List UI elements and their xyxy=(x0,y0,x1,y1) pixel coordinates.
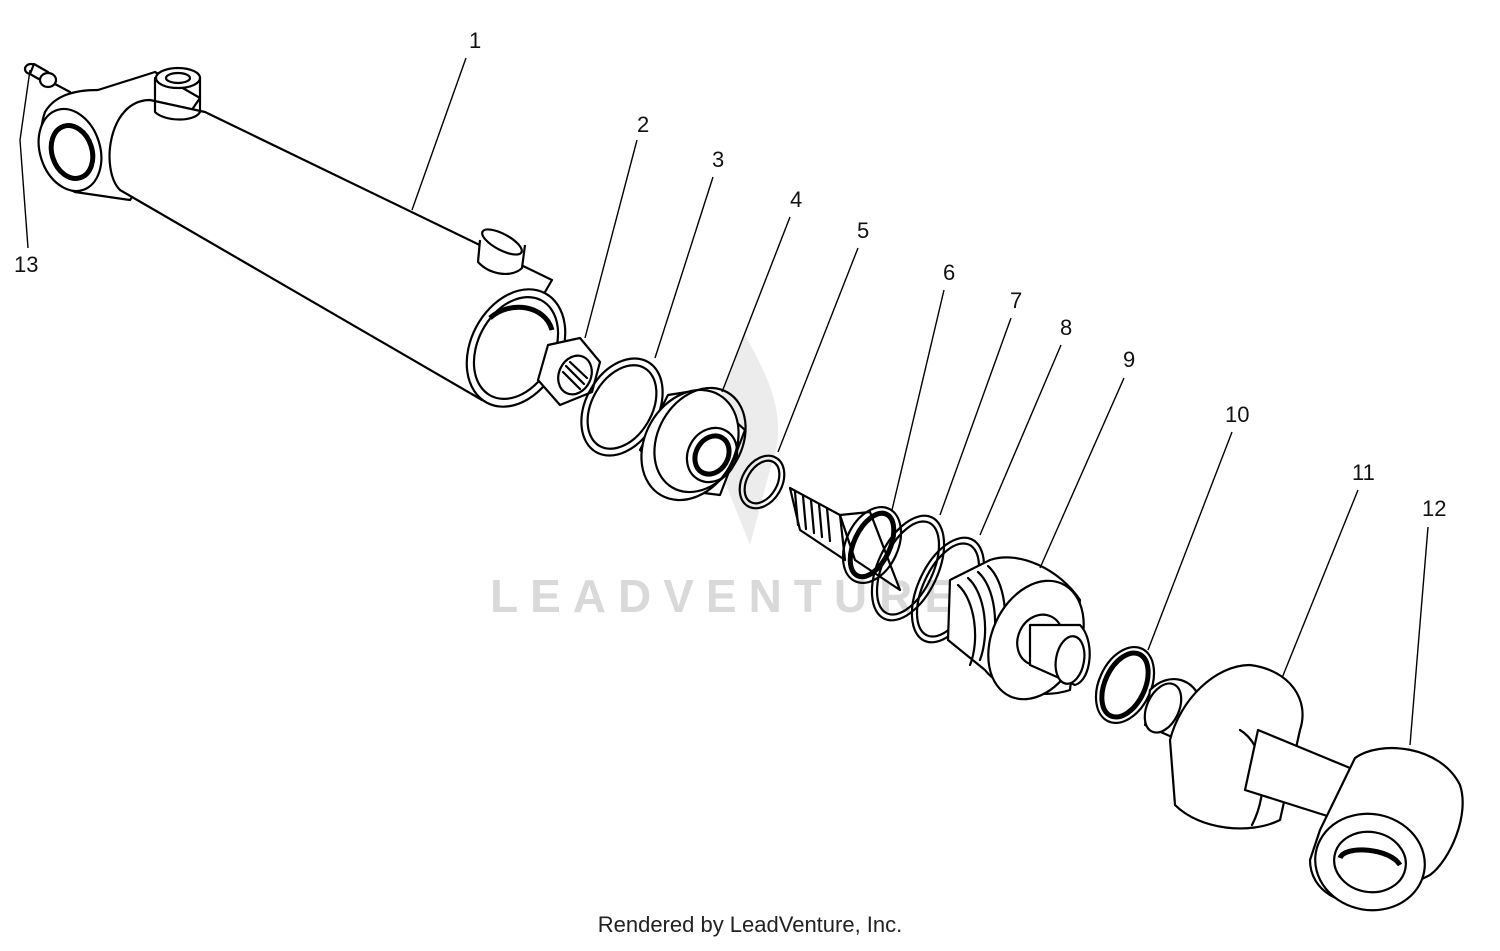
callout-7: 7 xyxy=(1010,288,1022,313)
leader-8 xyxy=(979,344,1062,536)
leader-4 xyxy=(721,216,791,393)
callout-4: 4 xyxy=(790,187,802,212)
leader-6 xyxy=(891,289,945,511)
callout-8: 8 xyxy=(1060,315,1072,340)
callout-12: 12 xyxy=(1422,496,1446,521)
callout-10: 10 xyxy=(1225,402,1249,427)
callout-9: 9 xyxy=(1123,347,1135,372)
callout-5: 5 xyxy=(857,218,869,243)
leader-13-b xyxy=(19,139,29,249)
part-13-grease-fitting xyxy=(23,62,72,94)
callout-labels: 1 2 3 4 5 6 7 8 9 10 11 12 13 xyxy=(14,28,1446,521)
leader-13-a xyxy=(19,69,31,141)
leader-11 xyxy=(1281,489,1359,679)
leader-lines xyxy=(19,57,1429,746)
part-12-rod-eye xyxy=(1308,747,1464,912)
part-2-nut xyxy=(536,336,602,407)
leader-10 xyxy=(1147,431,1233,651)
callout-2: 2 xyxy=(637,112,649,137)
leader-5 xyxy=(777,247,859,453)
leader-12 xyxy=(1409,526,1429,746)
callout-3: 3 xyxy=(712,147,724,172)
callout-6: 6 xyxy=(943,260,955,285)
callout-1: 1 xyxy=(469,28,481,53)
part-5-o-ring xyxy=(738,454,786,510)
leader-2 xyxy=(584,139,638,339)
footer-credit: Rendered by LeadVenture, Inc. xyxy=(597,912,903,937)
part-7-o-ring xyxy=(870,514,946,622)
part-9-piston xyxy=(946,556,1091,701)
part-4-gland xyxy=(638,386,747,502)
callout-13: 13 xyxy=(14,252,38,277)
part-1-cylinder-barrel xyxy=(37,66,567,408)
leader-9 xyxy=(1039,377,1125,569)
leader-7 xyxy=(939,317,1012,516)
leader-1 xyxy=(411,57,467,211)
callout-11: 11 xyxy=(1352,460,1375,485)
part-11-rod xyxy=(1143,663,1352,830)
leader-3 xyxy=(654,176,714,359)
